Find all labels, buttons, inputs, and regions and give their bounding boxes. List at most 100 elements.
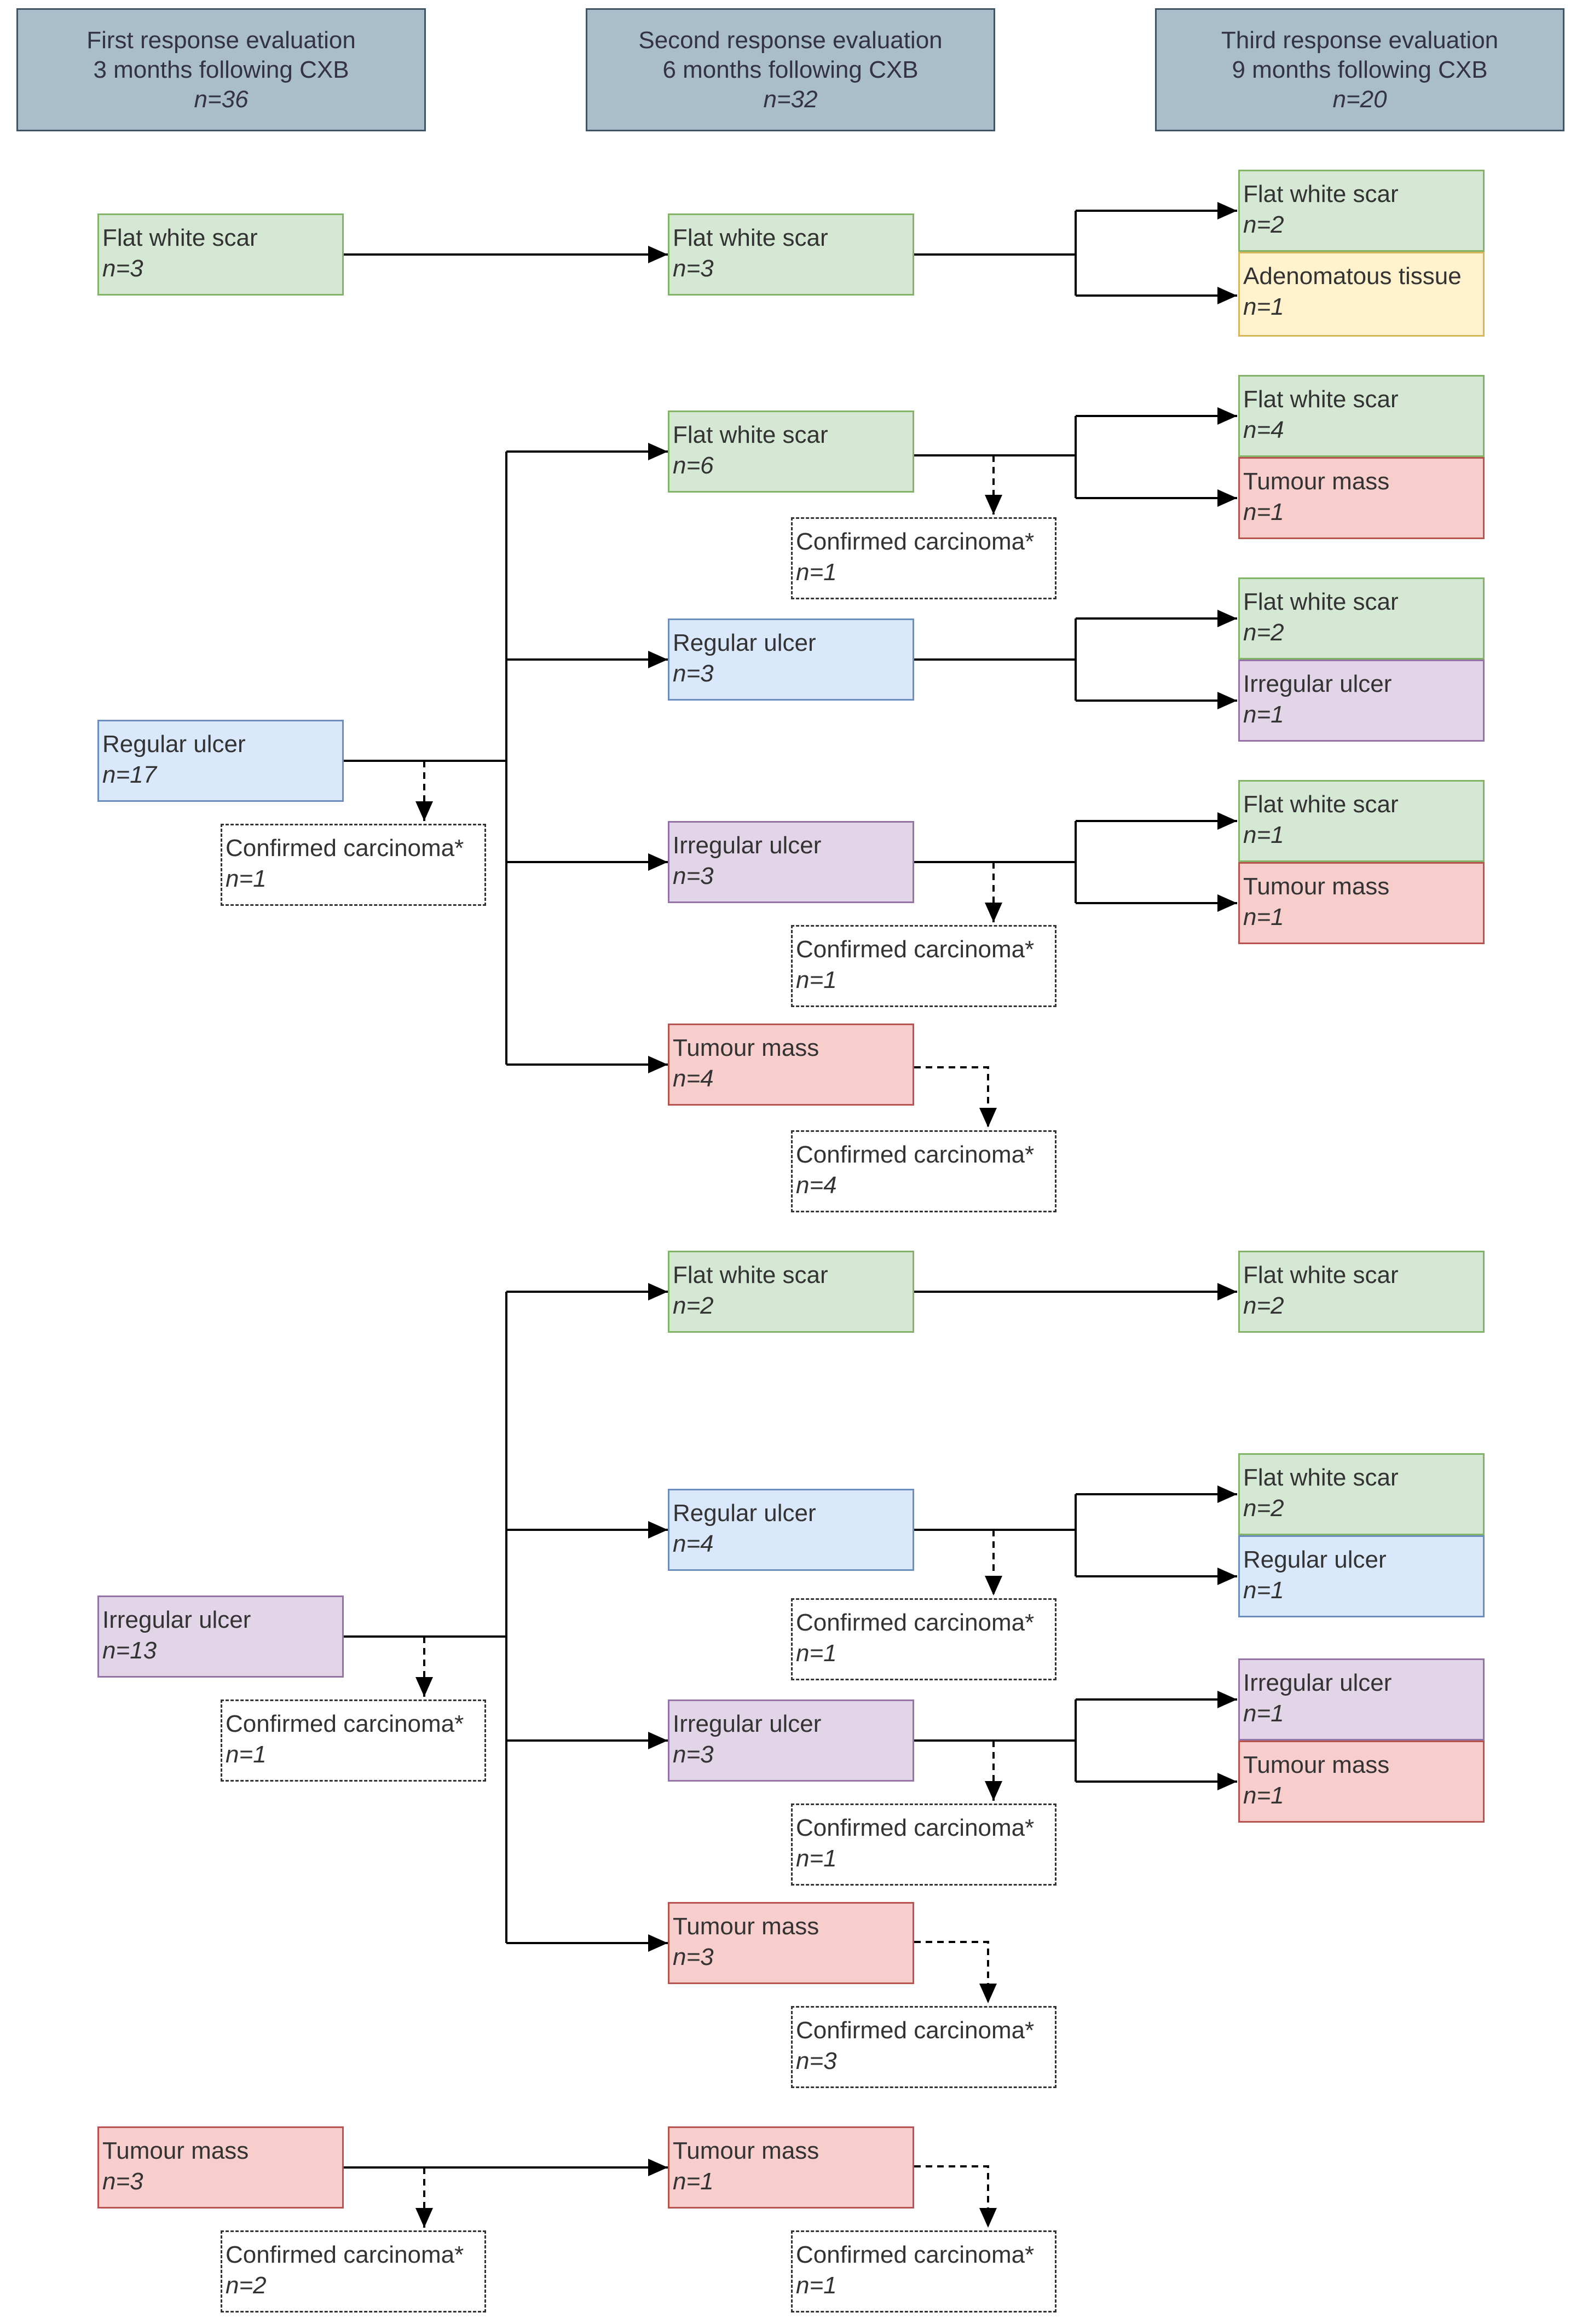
confirmed-label: Confirmed carcinoma* bbox=[796, 1814, 1035, 1841]
node-label: Tumour mass bbox=[1243, 468, 1390, 495]
node-r3-regular-ulcer-f: Regular ulcer n=1 bbox=[1238, 1535, 1485, 1617]
confirmed-carcinoma-r1-regular: Confirmed carcinoma* n=1 bbox=[221, 824, 486, 906]
node-r2-tumour-mass-h: Tumour mass n=1 bbox=[668, 2126, 914, 2209]
confirmed-carcinoma-r2-tm-b: Confirmed carcinoma* n=4 bbox=[791, 1130, 1056, 1212]
node-r2-tumour-mass-e: Tumour mass n=3 bbox=[668, 1902, 914, 1984]
header-third-n: n=20 bbox=[1332, 85, 1387, 113]
node-label: Tumour mass bbox=[673, 1034, 819, 1061]
edge-r1irr-trunk bbox=[344, 1292, 507, 1943]
node-r3-tumour-mass-g: Tumour mass n=1 bbox=[1238, 1741, 1485, 1823]
confirmed-label: Confirmed carcinoma* bbox=[226, 2241, 464, 2268]
node-label: Irregular ulcer bbox=[673, 832, 822, 859]
edge-r2reg-e-split bbox=[914, 1494, 1077, 1576]
header-second-line1: Second response evaluation bbox=[638, 26, 943, 54]
node-r3-flat-white-scar-a: Flat white scar n=2 bbox=[1238, 170, 1485, 252]
node-r3-tumour-mass-d: Tumour mass n=1 bbox=[1238, 862, 1485, 944]
node-r3-irregular-ulcer-g: Irregular ulcer n=1 bbox=[1238, 1658, 1485, 1741]
node-r2-regular-ulcer-e: Regular ulcer n=4 bbox=[668, 1489, 914, 1571]
node-label: Flat white scar bbox=[1243, 791, 1399, 818]
node-count: n=1 bbox=[673, 2168, 714, 2195]
node-count: n=1 bbox=[1243, 1700, 1284, 1727]
dashed-c-r2tm-h bbox=[914, 2165, 997, 2228]
node-r3-tumour-mass-b: Tumour mass n=1 bbox=[1238, 457, 1485, 539]
node-label: Adenomatous tissue bbox=[1243, 263, 1462, 290]
confirmed-label: Confirmed carcinoma* bbox=[796, 2017, 1035, 2044]
node-count: n=13 bbox=[102, 1637, 157, 1664]
header-first-n: n=36 bbox=[194, 85, 249, 113]
node-label: Regular ulcer bbox=[673, 1500, 816, 1527]
node-label: Irregular ulcer bbox=[673, 1710, 822, 1737]
edge-r2irr-b-split bbox=[914, 821, 1077, 903]
node-label: Irregular ulcer bbox=[1243, 1669, 1392, 1696]
node-label: Flat white scar bbox=[1243, 181, 1399, 207]
confirmed-carcinoma-r2-irr-e: Confirmed carcinoma* n=1 bbox=[791, 1803, 1056, 1886]
node-label: Tumour mass bbox=[673, 2137, 819, 2164]
node-count: n=1 bbox=[1243, 701, 1284, 728]
node-label: Tumour mass bbox=[1243, 873, 1390, 900]
node-label: Flat white scar bbox=[1243, 1464, 1399, 1491]
node-count: n=1 bbox=[1243, 1577, 1284, 1604]
node-r2-tumour-mass-b: Tumour mass n=4 bbox=[668, 1024, 914, 1106]
header-third-line1: Third response evaluation bbox=[1221, 26, 1499, 54]
node-count: n=2 bbox=[1243, 619, 1284, 646]
node-count: n=2 bbox=[1243, 1292, 1284, 1319]
edge-r2irr-e-split bbox=[914, 1699, 1077, 1782]
node-label: Flat white scar bbox=[102, 224, 258, 251]
node-r1-flat-white-scar: Flat white scar n=3 bbox=[97, 213, 344, 296]
confirmed-label: Confirmed carcinoma* bbox=[796, 1609, 1035, 1636]
confirmed-carcinoma-r2-fws-b: Confirmed carcinoma* n=1 bbox=[791, 517, 1056, 599]
dashed-c-r2tm-e bbox=[914, 1941, 997, 2003]
node-count: n=3 bbox=[673, 863, 714, 889]
confirmed-count: n=1 bbox=[226, 1741, 267, 1768]
confirmed-count: n=1 bbox=[796, 2272, 837, 2299]
confirmed-carcinoma-r2-tm-h: Confirmed carcinoma* n=1 bbox=[791, 2230, 1056, 2313]
confirmed-carcinoma-r1-tumour: Confirmed carcinoma* n=2 bbox=[221, 2230, 486, 2313]
node-count: n=2 bbox=[1243, 211, 1284, 238]
node-r2-flat-white-scar-e: Flat white scar n=2 bbox=[668, 1251, 914, 1333]
header-first-line2: 3 months following CXB bbox=[93, 56, 349, 83]
node-label: Flat white scar bbox=[673, 421, 828, 448]
confirmed-count: n=1 bbox=[226, 865, 267, 892]
node-count: n=2 bbox=[673, 1292, 714, 1319]
node-count: n=3 bbox=[673, 660, 714, 687]
node-r1-irregular-ulcer: Irregular ulcer n=13 bbox=[97, 1595, 344, 1678]
node-label: Regular ulcer bbox=[102, 731, 246, 758]
node-r3-flat-white-scar-b: Flat white scar n=4 bbox=[1238, 375, 1485, 457]
node-r3-flat-white-scar-f: Flat white scar n=2 bbox=[1238, 1453, 1485, 1535]
node-count: n=4 bbox=[1243, 417, 1284, 443]
confirmed-count: n=4 bbox=[796, 1172, 837, 1199]
node-label: Irregular ulcer bbox=[1243, 670, 1392, 697]
header-third-line2: 9 months following CXB bbox=[1232, 56, 1488, 83]
confirmed-label: Confirmed carcinoma* bbox=[796, 2241, 1035, 2268]
node-label: Tumour mass bbox=[102, 2137, 249, 2164]
node-count: n=1 bbox=[1243, 904, 1284, 930]
confirmed-count: n=1 bbox=[796, 1845, 837, 1872]
node-label: Regular ulcer bbox=[1243, 1546, 1387, 1573]
node-label: Irregular ulcer bbox=[102, 1606, 251, 1633]
node-r2-flat-white-scar-b: Flat white scar n=6 bbox=[668, 411, 914, 493]
confirmed-label: Confirmed carcinoma* bbox=[796, 528, 1035, 555]
node-count: n=17 bbox=[102, 761, 157, 788]
node-count: n=3 bbox=[673, 1741, 714, 1768]
node-label: Flat white scar bbox=[1243, 386, 1399, 413]
edge-r1reg-trunk bbox=[344, 452, 507, 1065]
node-label: Flat white scar bbox=[1243, 1262, 1399, 1288]
edge-r2fws-r3-split bbox=[914, 211, 1077, 296]
confirmed-count: n=2 bbox=[226, 2272, 267, 2299]
confirmed-count: n=1 bbox=[796, 559, 837, 586]
confirmed-count: n=1 bbox=[796, 967, 837, 993]
node-r1-regular-ulcer: Regular ulcer n=17 bbox=[97, 720, 344, 802]
confirmed-carcinoma-r2-reg-e: Confirmed carcinoma* n=1 bbox=[791, 1598, 1056, 1680]
node-r2-flat-white-scar-a: Flat white scar n=3 bbox=[668, 213, 914, 296]
node-count: n=1 bbox=[1243, 1782, 1284, 1809]
header-first-evaluation: First response evaluation 3 months follo… bbox=[16, 8, 426, 131]
node-count: n=3 bbox=[102, 2168, 143, 2195]
node-count: n=1 bbox=[1243, 822, 1284, 848]
node-label: Tumour mass bbox=[1243, 1751, 1390, 1778]
confirmed-carcinoma-r2-tm-e: Confirmed carcinoma* n=3 bbox=[791, 2006, 1056, 2088]
header-second-n: n=32 bbox=[763, 85, 818, 113]
confirmed-carcinoma-r2-irr-b: Confirmed carcinoma* n=1 bbox=[791, 925, 1056, 1007]
confirmed-count: n=3 bbox=[796, 2048, 837, 2074]
